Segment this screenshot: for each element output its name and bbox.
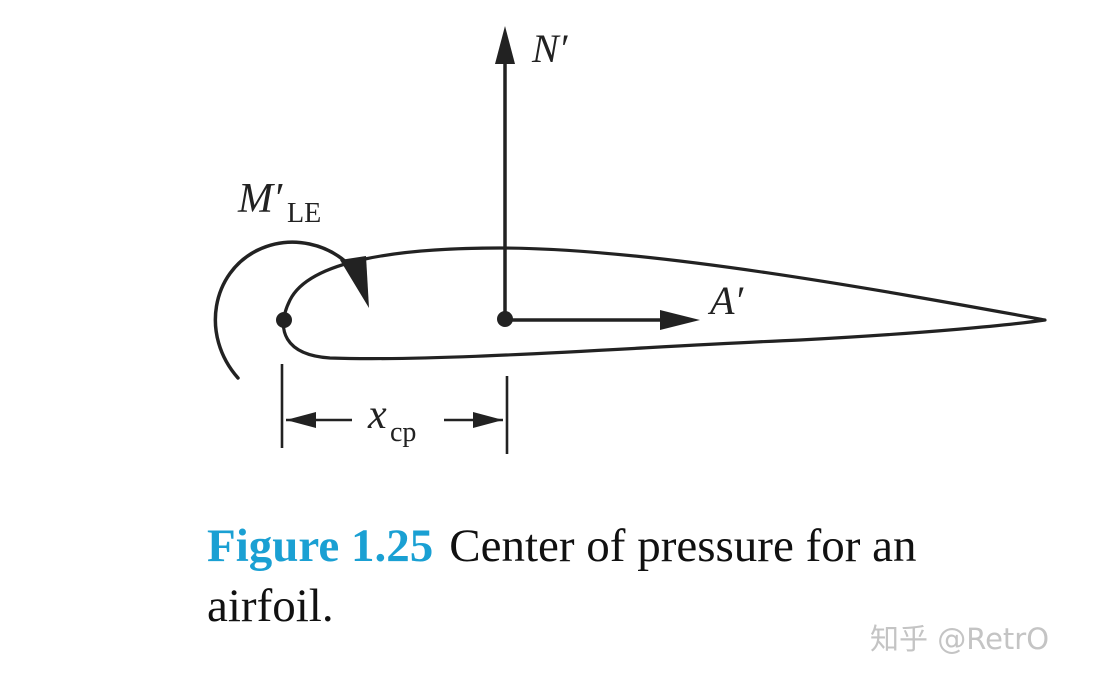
xcp-left-arrowhead [286,412,316,428]
leading-edge-point [276,312,292,328]
moment-label: M′ [237,176,283,222]
watermark: 知乎 @RetrO [870,622,1050,656]
airfoil-outline [281,246,1047,361]
normal-force-label: N′ [531,26,569,71]
axial-force-arrowhead [660,310,700,330]
moment-arc [213,240,354,380]
moment-label-subscript: LE [287,198,321,229]
axial-force-label: A′ [707,278,744,323]
moment-arrowhead [340,256,369,308]
normal-force-arrowhead [495,26,515,64]
xcp-label-subscript: cp [390,417,416,448]
xcp-right-arrowhead [473,412,503,428]
figure-number-label: Figure 1.25 [207,520,434,572]
xcp-label: x [367,392,387,438]
figure-caption-text: Center of pressure for an airfoil. [207,520,917,632]
